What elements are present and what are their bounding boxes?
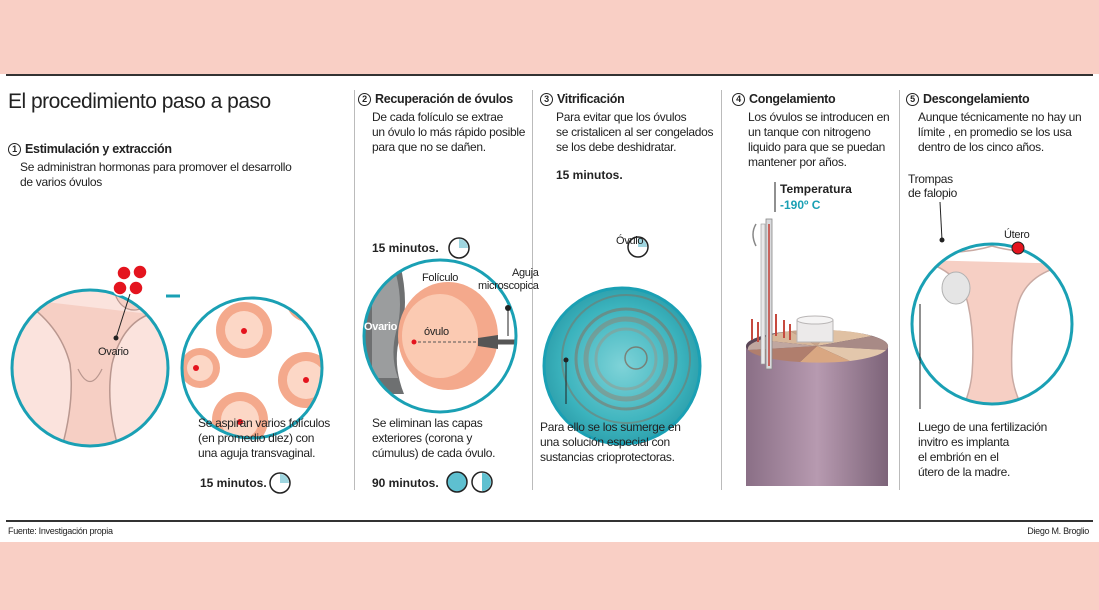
ovulo-label-3: Óvulo — [616, 235, 644, 247]
clock-icon — [446, 471, 468, 493]
ovulo-label-2: óvulo — [424, 326, 449, 338]
clock-icon — [448, 237, 470, 259]
illustrations — [10, 182, 1074, 494]
implantation-illustration — [910, 242, 1074, 406]
step-1-note: Se aspiran varios folículos(en promedio … — [198, 416, 330, 460]
uterus-illustration — [10, 288, 170, 448]
clock-icon — [627, 236, 649, 258]
temperature-value: -190º C — [780, 198, 821, 212]
step-1-description: Se administran hormonas para promover el… — [20, 160, 292, 189]
column-separator — [354, 90, 355, 490]
clock-icon — [269, 472, 291, 494]
column-separator — [532, 90, 533, 490]
utero-label: Útero — [1004, 229, 1030, 241]
nitrogen-tank-illustration — [746, 218, 889, 486]
step-2-time: 90 minutos. — [372, 476, 439, 490]
infographic-panel: El procedimiento paso a paso — [0, 74, 1099, 542]
ovario-label-2: Ovario — [364, 321, 398, 333]
step-1-time: 15 minutos. — [200, 476, 267, 490]
column-separator — [721, 90, 722, 490]
follicle-needle-illustration — [362, 258, 518, 414]
bottom-rule — [6, 520, 1093, 522]
top-rule — [6, 74, 1093, 76]
vitrification-illustration — [542, 286, 702, 446]
ovario-label: Ovario — [98, 346, 129, 358]
ovary-follicles — [112, 264, 148, 296]
clock-icon — [471, 471, 493, 493]
temperature-label: Temperatura — [780, 182, 852, 196]
step-3-time: 15 minutos. — [556, 168, 623, 182]
author-footer: Diego M. Broglio — [1027, 526, 1089, 536]
foliculo-label: Folículo — [422, 272, 459, 284]
page-title: El procedimiento paso a paso — [8, 90, 271, 113]
step-2-time-top: 15 minutos. — [372, 241, 439, 255]
source-footer: Fuente: Investigación propia — [8, 526, 113, 536]
ovario-pointer — [115, 293, 131, 339]
column-separator — [899, 90, 900, 490]
